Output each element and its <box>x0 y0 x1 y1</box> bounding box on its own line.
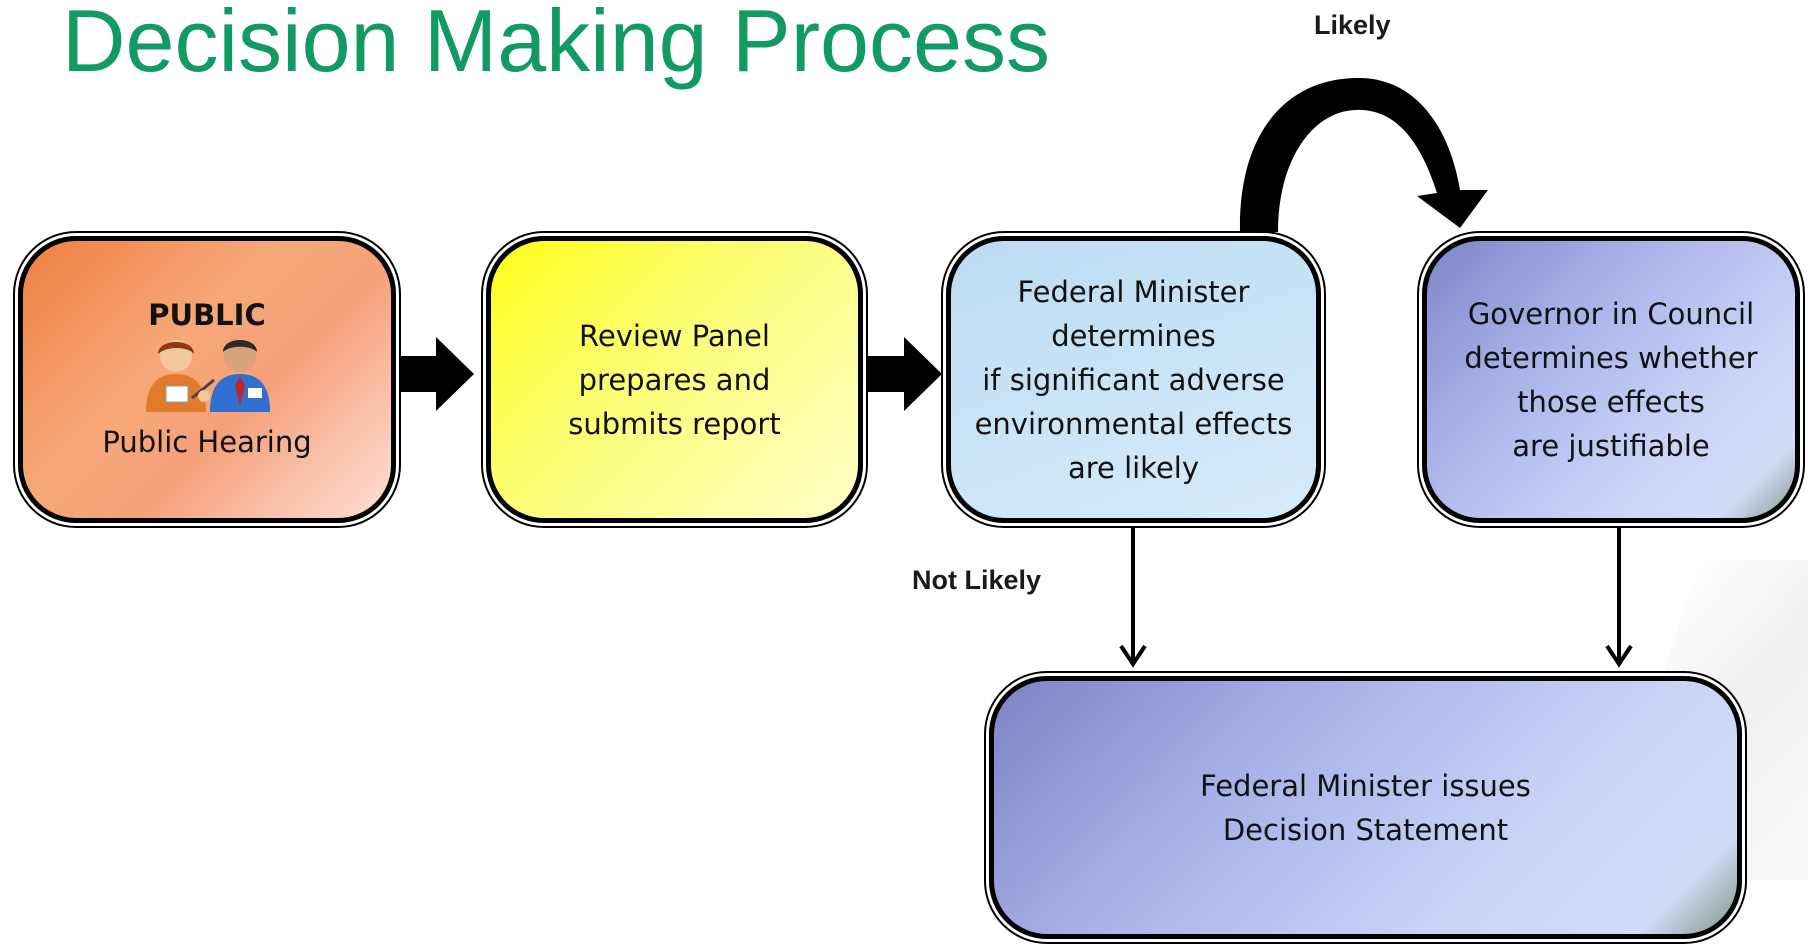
box-federal-minister: Federal Minister determines if significa… <box>946 236 1321 523</box>
slide-title: Decision Making Process <box>62 0 1050 90</box>
arrow-governor-to-decision-head <box>1605 644 1633 668</box>
public-heading: PUBLIC <box>148 297 266 332</box>
edge-label-not-likely: Not Likely <box>912 565 1042 595</box>
edge-label-likely: Likely <box>1314 10 1391 40</box>
public-hearing-text: Public Hearing <box>102 424 312 459</box>
arrow-not-likely-head <box>1119 644 1147 668</box>
federal-minister-text: Federal Minister determines if significa… <box>974 274 1293 485</box>
governor-in-council-text: Governor in Council determines whether t… <box>1464 296 1758 463</box>
arrow-public-to-review <box>391 337 474 411</box>
box-public-hearing: PUBLIC Public Hearing <box>18 236 396 523</box>
people-icon <box>146 339 270 412</box>
arrow-likely-curve <box>1239 77 1488 232</box>
review-panel-text: Review Panel prepares and submits report <box>568 318 781 441</box>
box-decision-statement: Federal Minister issues Decision Stateme… <box>989 676 1742 939</box>
box-governor-in-council: Governor in Council determines whether t… <box>1422 236 1800 523</box>
box-review-panel: Review Panel prepares and submits report <box>486 236 863 523</box>
decision-statement-text: Federal Minister issues Decision Stateme… <box>1200 768 1531 847</box>
arrow-review-to-minister <box>862 337 942 411</box>
